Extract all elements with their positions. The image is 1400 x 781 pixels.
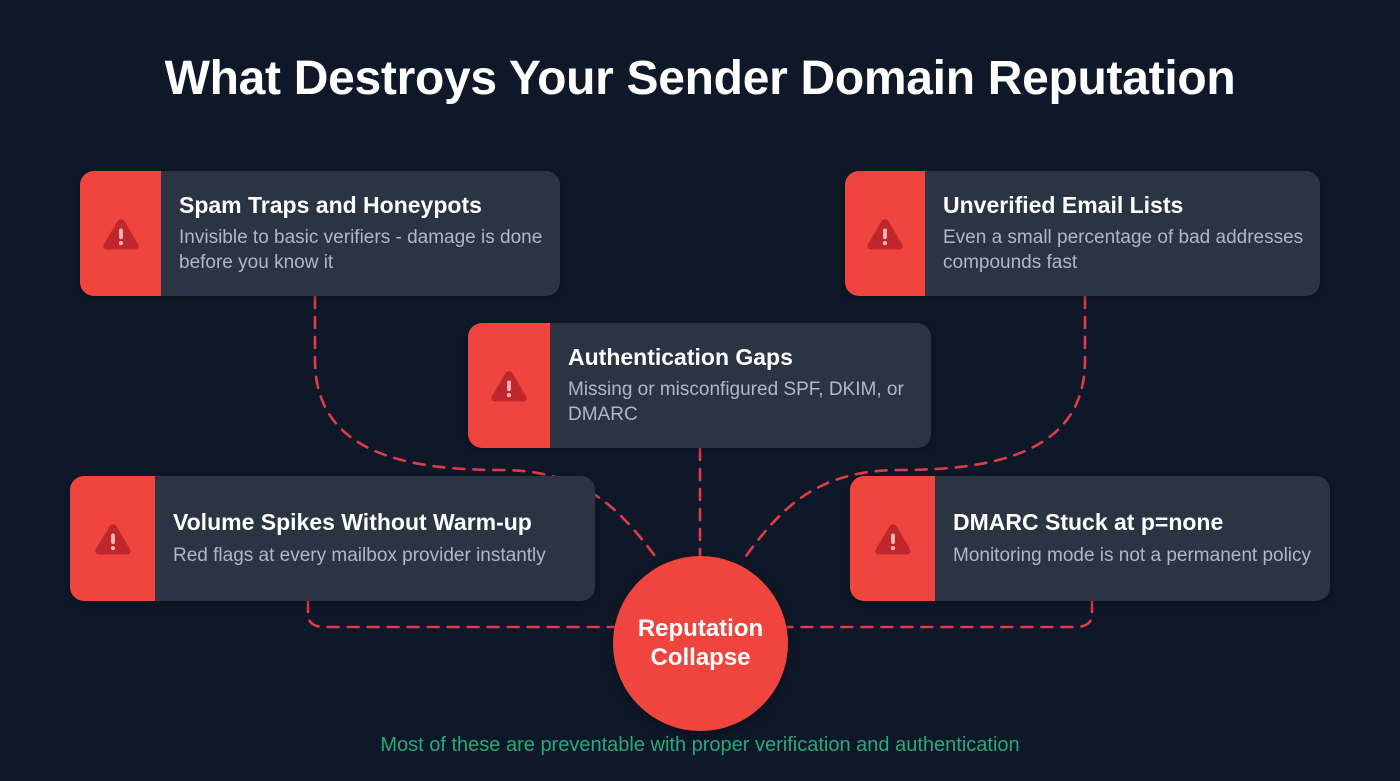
center-node-line-2: Collapse <box>650 643 751 671</box>
card-body: DMARC Stuck at p=none Monitoring mode is… <box>935 476 1330 601</box>
connector-volume-to-center <box>306 599 616 629</box>
risk-card-dmarc-pnone[interactable]: DMARC Stuck at p=none Monitoring mode is… <box>850 476 1330 601</box>
card-body: Authentication Gaps Missing or misconfig… <box>550 323 931 448</box>
card-title: DMARC Stuck at p=none <box>953 509 1224 536</box>
card-description: Monitoring mode is not a permanent polic… <box>953 544 1312 566</box>
center-node-line-1: Reputation <box>637 615 764 643</box>
warning-triangle-icon <box>94 523 131 554</box>
risk-card-unverified-lists[interactable]: Unverified Email Lists Even a small perc… <box>845 171 1320 296</box>
risk-card-volume-spikes[interactable]: Volume Spikes Without Warm-up Red flags … <box>70 476 595 601</box>
card-description: Red flags at every mailbox provider inst… <box>173 544 546 566</box>
card-title: Spam Traps and Honeypots <box>179 191 482 218</box>
risk-card-authentication-gaps[interactable]: Authentication Gaps Missing or misconfig… <box>468 323 931 448</box>
card-icon-band <box>850 476 935 601</box>
card-icon-band <box>845 171 925 296</box>
card-title: Unverified Email Lists <box>943 191 1184 218</box>
risk-card-spam-traps[interactable]: Spam Traps and Honeypots Invisible to ba… <box>80 171 560 296</box>
warning-triangle-icon <box>867 218 903 249</box>
card-icon-band <box>468 323 550 448</box>
connector-dmarc-to-center <box>786 599 1094 629</box>
warning-triangle-icon <box>491 370 527 401</box>
card-icon-band <box>80 171 161 296</box>
card-body: Spam Traps and Honeypots Invisible to ba… <box>161 171 560 296</box>
warning-triangle-icon <box>874 523 911 554</box>
card-description: Missing or misconfigured SPF, DKIM, or D… <box>568 379 904 425</box>
warning-triangle-icon <box>102 218 139 249</box>
card-icon-band <box>70 476 155 601</box>
card-title: Authentication Gaps <box>568 343 793 370</box>
card-description: Invisible to basic verifiers - damage is… <box>179 227 543 273</box>
page-title: What Destroys Your Sender Domain Reputat… <box>164 52 1236 105</box>
card-body: Volume Spikes Without Warm-up Red flags … <box>155 476 595 601</box>
card-title: Volume Spikes Without Warm-up <box>173 509 532 536</box>
card-description: Even a small percentage of bad addresses… <box>943 227 1304 273</box>
card-body: Unverified Email Lists Even a small perc… <box>925 171 1320 296</box>
footer-note: Most of these are preventable with prope… <box>380 734 1020 756</box>
center-node-reputation-collapse[interactable]: Reputation Collapse <box>613 556 788 731</box>
